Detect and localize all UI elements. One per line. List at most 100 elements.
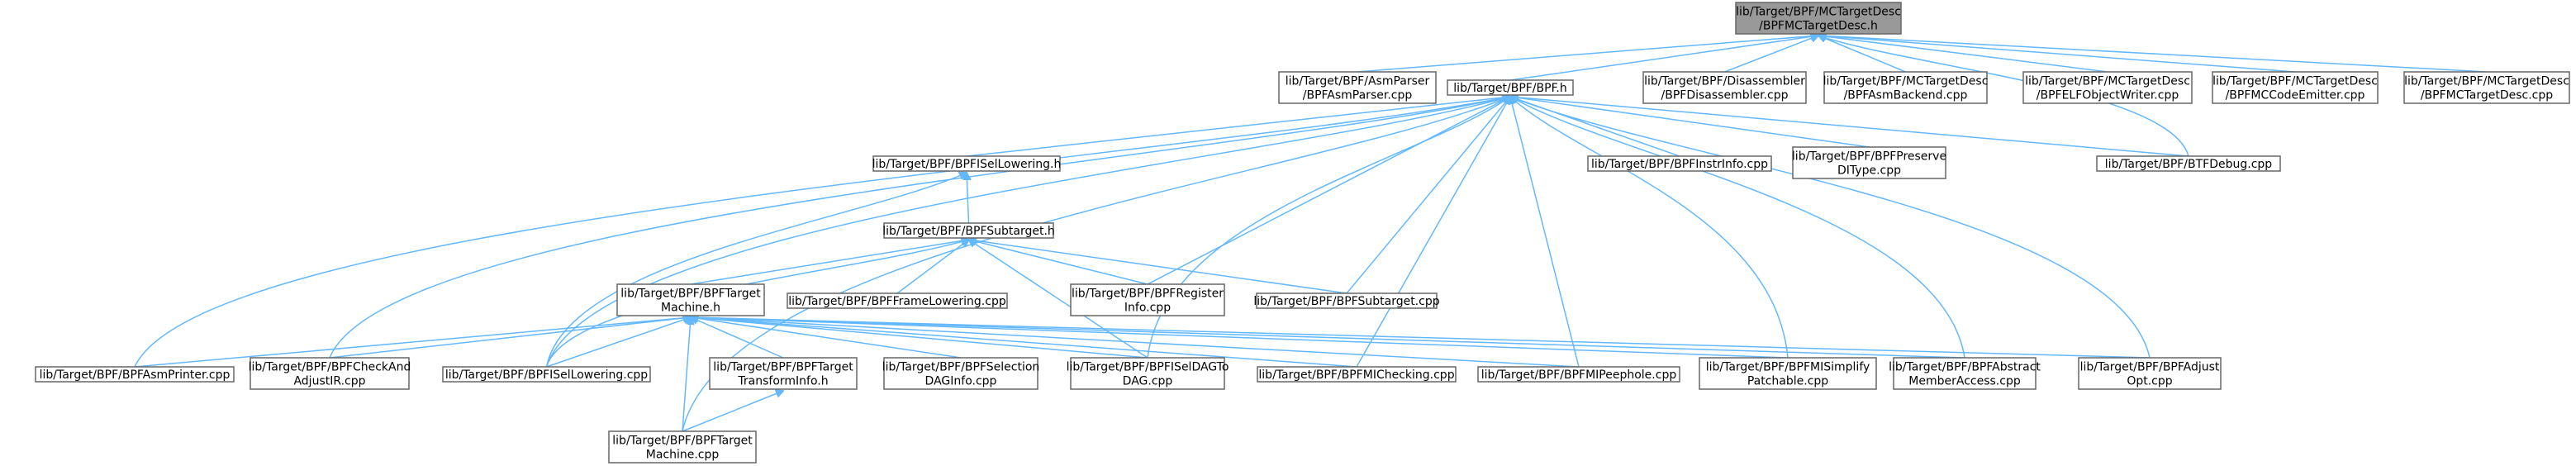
edge-reginfo-to-subtargeth [969, 240, 1148, 285]
node-label: lib/Target/BPF/BPFSelection [882, 361, 1040, 374]
node-label: lib/Target/BPF/BPFSubtarget.h [882, 225, 1055, 238]
node-asmparser[interactable]: lib/Target/BPF/AsmParser/BPFAsmParser.cp… [1278, 71, 1437, 104]
edge-framelow-to-subtargeth [896, 240, 969, 294]
edge-preserve-to-bpfh [1510, 97, 1870, 148]
node-box [250, 357, 410, 390]
edge-abstract-to-tmh [691, 317, 1965, 359]
node-label: lib/Target/BPF/BPFMIChecking.cpp [1258, 369, 1454, 382]
edge-checkadjust-to-bpfh [329, 97, 1510, 359]
node-label: lib/Target/BPF/BTFDebug.cpp [2105, 158, 2273, 171]
node-label: MemberAccess.cpp [1908, 375, 2021, 388]
node-label: AdjustIR.cpp [293, 375, 365, 388]
node-label: lib/Target/BPF/BPFMISimplify [1706, 361, 1870, 374]
node-label: lib/Target/BPF/MCTargetDesc [2025, 75, 2190, 88]
node-label: /BPFDisassembler.cpp [1661, 89, 1789, 102]
node-mctdcpp[interactable]: lib/Target/BPF/MCTargetDesc/BPFMCTargetD… [2403, 71, 2570, 104]
node-bpfh[interactable]: lib/Target/BPF/BPF.h [1447, 79, 1574, 96]
node-instrinfo[interactable]: lib/Target/BPF/BPFInstrInfo.cpp [1587, 155, 1772, 172]
node-label: /BPFAsmParser.cpp [1303, 89, 1413, 102]
edge-isellowh-to-bpfh [966, 97, 1510, 157]
node-label: TransformInfo.h [737, 375, 828, 388]
edge-michecking-to-tmh [691, 317, 1357, 368]
node-label: Opt.cpp [2127, 375, 2172, 388]
node-label: Machine.cpp [646, 449, 720, 462]
node-box [2403, 71, 2570, 104]
node-label: lib/Target/BPF/BPFTarget [620, 288, 761, 301]
edge-iseldag-to-subtargeth [969, 240, 1148, 359]
edge-mipeephole-to-tmh [691, 317, 1580, 368]
edge-bpfh-to-root [1509, 36, 1818, 81]
edge-tmh-to-subtargeth [690, 240, 969, 285]
edge-iseldag-to-tmh [691, 317, 1148, 359]
edge-subtargeth-to-isellowh [967, 173, 969, 224]
node-framelow[interactable]: lib/Target/BPF/BPFFrameLowering.cpp [787, 292, 1008, 309]
node-elfwriter[interactable]: lib/Target/BPF/MCTargetDesc/BPFELFObject… [2022, 71, 2193, 104]
node-box [2022, 71, 2193, 104]
edge-misimplify-to-bpfh [1510, 97, 1789, 359]
node-label: lib/Target/BPF/BPFPreserve [1792, 150, 1946, 164]
node-asmprinter[interactable]: lib/Target/BPF/BPFAsmPrinter.cpp [35, 366, 235, 383]
node-misimplify[interactable]: lib/Target/BPF/BPFMISimplifyPatchable.cp… [1699, 357, 1877, 390]
node-label: lib/Target/BPF/BPFTarget [713, 361, 853, 374]
node-michecking[interactable]: lib/Target/BPF/BPFMIChecking.cpp [1257, 366, 1457, 383]
node-label: /BPFELFObjectWriter.cpp [2037, 89, 2179, 102]
node-btfdebug[interactable]: lib/Target/BPF/BTFDebug.cpp [2096, 155, 2281, 172]
node-box [787, 292, 1008, 309]
node-isellowh[interactable]: lib/Target/BPF/BPFISelLowering.h [872, 155, 1062, 172]
nodes-layer: lib/Target/BPF/MCTargetDesc/BPFMCTargetD… [35, 2, 2570, 464]
node-box [1893, 357, 2037, 390]
node-label: lib/Target/BPF/AsmParser [1286, 75, 1430, 88]
node-label: lib/Target/BPF/MCTargetDesc [1823, 75, 1989, 88]
node-label: DAGInfo.cpp [925, 375, 997, 388]
node-box [608, 430, 757, 464]
node-box [1070, 357, 1225, 390]
node-label: lib/Target/BPF/BPFTarget [612, 435, 753, 448]
edge-misimplify-to-tmh [691, 317, 1789, 359]
edge-seldag-to-tmh [691, 317, 962, 359]
edge-iselcpp-to-bpfh [545, 97, 1511, 368]
node-box [1278, 71, 1437, 104]
node-iselcpp[interactable]: lib/Target/BPF/BPFISelLowering.cpp [442, 366, 651, 383]
node-disasm[interactable]: lib/Target/BPF/Disassembler/BPFDisassemb… [1642, 71, 1807, 104]
node-label: lib/Target/BPF/BPFSubtarget.cpp [1253, 295, 1439, 308]
edge-asmprinter-to-tmh [134, 317, 691, 368]
node-mipeephole[interactable]: lib/Target/BPF/BPFMIPeephole.cpp [1477, 366, 1680, 383]
node-box [1642, 71, 1807, 104]
node-subtargeth[interactable]: lib/Target/BPF/BPFSubtarget.h [882, 222, 1055, 239]
node-box [1699, 357, 1877, 390]
node-subtargetcpp[interactable]: lib/Target/BPF/BPFSubtarget.cpp [1253, 292, 1440, 309]
edge-tmcpp-to-tmh [682, 317, 691, 432]
edges-layer [134, 36, 2488, 432]
node-label: /BPFAsmBackend.cpp [1844, 89, 1968, 102]
node-abstract[interactable]: lib/Target/BPF/BPFAbstractMemberAccess.c… [1889, 357, 2041, 390]
node-root[interactable]: lib/Target/BPF/MCTargetDesc/BPFMCTargetD… [1735, 2, 1902, 35]
node-box [35, 366, 235, 383]
edge-iseldag-to-bpfh [1147, 97, 1510, 359]
node-asmbackend[interactable]: lib/Target/BPF/MCTargetDesc/BPFAsmBacken… [1823, 71, 1989, 104]
node-label: lib/Target/BPF/BPFAdjust [2080, 361, 2220, 374]
node-label: lib/Target/BPF/MCTargetDesc [2212, 75, 2378, 88]
edge-asmbackend-to-root [1818, 36, 1906, 73]
node-label: Patchable.cpp [1747, 375, 1828, 388]
node-label: DIType.cpp [1837, 164, 1901, 178]
node-box [883, 222, 1054, 239]
node-box [709, 357, 858, 390]
node-label: lib/Target/BPF/BPFAsmPrinter.cpp [40, 369, 231, 382]
node-label: lib/Target/BPF/MCTargetDesc [1736, 6, 1901, 19]
node-label: lib/Target/BPF/BPFFrameLowering.cpp [788, 295, 1006, 308]
node-codeemitter[interactable]: lib/Target/BPF/MCTargetDesc/BPFMCCodeEmi… [2212, 71, 2379, 104]
node-box [1256, 292, 1438, 309]
node-label: lib/Target/BPF/Disassembler [1644, 75, 1805, 88]
node-box [2096, 155, 2281, 172]
edge-tmcpp-to-tti [682, 391, 783, 432]
